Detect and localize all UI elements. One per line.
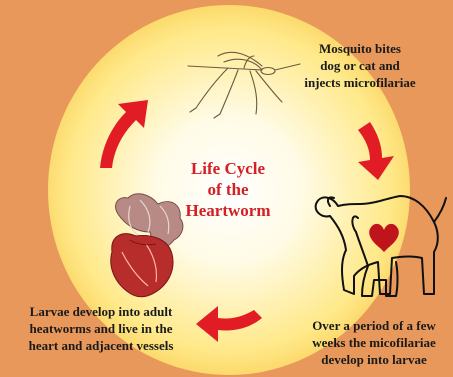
step-line: Larvae develop into adult xyxy=(2,303,200,320)
step-larvae-develop: Over a period of a few weeks the micofil… xyxy=(296,317,452,368)
step-line: heatworms and live in the xyxy=(2,320,200,337)
step-line: weeks the micofilariae xyxy=(296,334,452,351)
title-line: of the xyxy=(163,179,293,200)
cycle-arrow-icon xyxy=(100,100,148,168)
step-line: Mosquito bites xyxy=(270,40,450,57)
cycle-arrow-icon xyxy=(196,306,262,342)
diagram-title: Life Cycle of the Heartworm xyxy=(163,158,293,221)
step-line: dog or cat and xyxy=(270,57,450,74)
step-mosquito-bites: Mosquito bites dog or cat and injects mi… xyxy=(270,40,450,91)
heart-icon xyxy=(369,224,399,252)
step-line: develop into larvae xyxy=(296,351,452,368)
cycle-arrow-icon xyxy=(358,122,394,180)
title-line: Heartworm xyxy=(163,200,293,221)
step-line: Over a period of a few xyxy=(296,317,452,334)
title-line: Life Cycle xyxy=(163,158,293,179)
step-line: injects microfilariae xyxy=(270,74,450,91)
step-adult-heartworms: Larvae develop into adult heatworms and … xyxy=(2,303,200,354)
step-line: heart and adjacent vessels xyxy=(2,337,200,354)
